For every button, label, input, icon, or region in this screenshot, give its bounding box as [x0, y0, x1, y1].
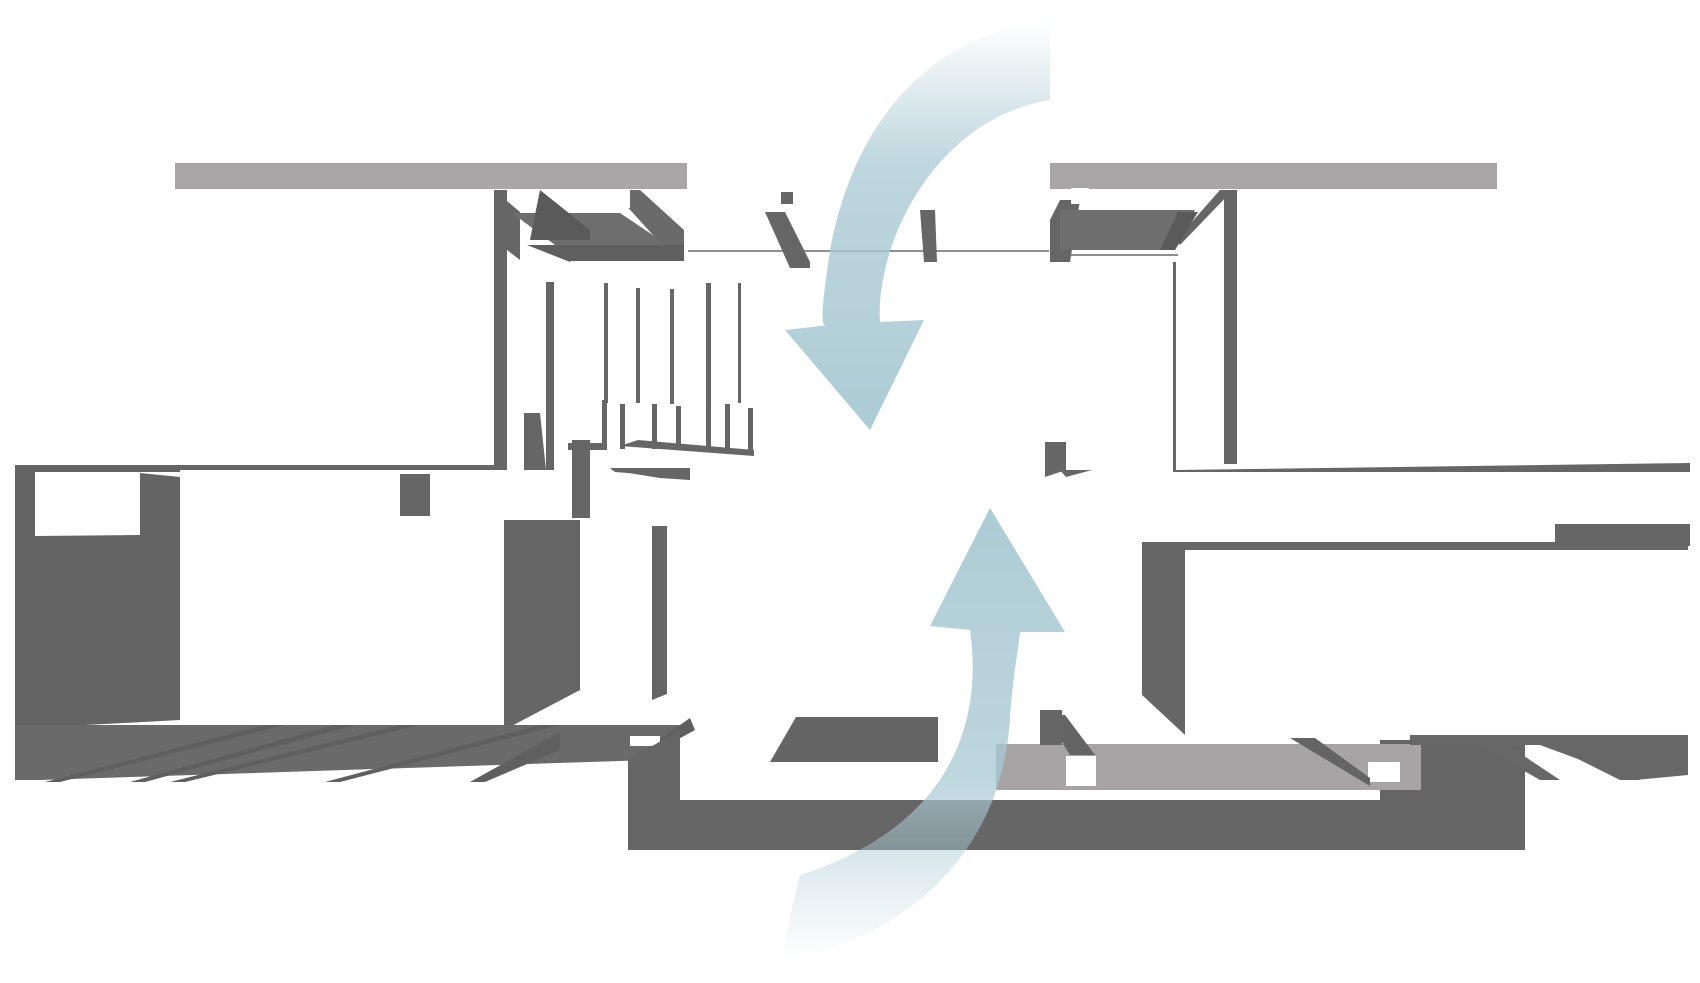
- lower-left-wall-outer: [15, 467, 180, 728]
- center-detail: [1045, 442, 1092, 477]
- clerestory-right: [1060, 210, 1198, 256]
- skylight-mullions: [765, 188, 1089, 268]
- lower-right-wall: [1142, 524, 1690, 735]
- roof-slab-left: [175, 163, 687, 189]
- basement-vent-left: [770, 717, 938, 762]
- lower-left-floor: [15, 718, 695, 782]
- lower-right-floor: [1410, 735, 1688, 780]
- upper-left-wall: [15, 190, 554, 470]
- stair-ribs-upper: [604, 283, 741, 406]
- stair-landing: [610, 468, 690, 480]
- airflow-arrow-up: [780, 508, 1065, 960]
- upper-right-wall: [1173, 190, 1690, 472]
- airflow-arrow-down: [785, 20, 1050, 430]
- basement-glazing: [996, 710, 1421, 790]
- basement-slab: [628, 730, 1525, 850]
- clerestory-left: [512, 190, 684, 263]
- stair-ribs-lower: [568, 400, 754, 456]
- roof-slab-right: [1050, 163, 1497, 189]
- lower-left-partitions: [400, 440, 667, 730]
